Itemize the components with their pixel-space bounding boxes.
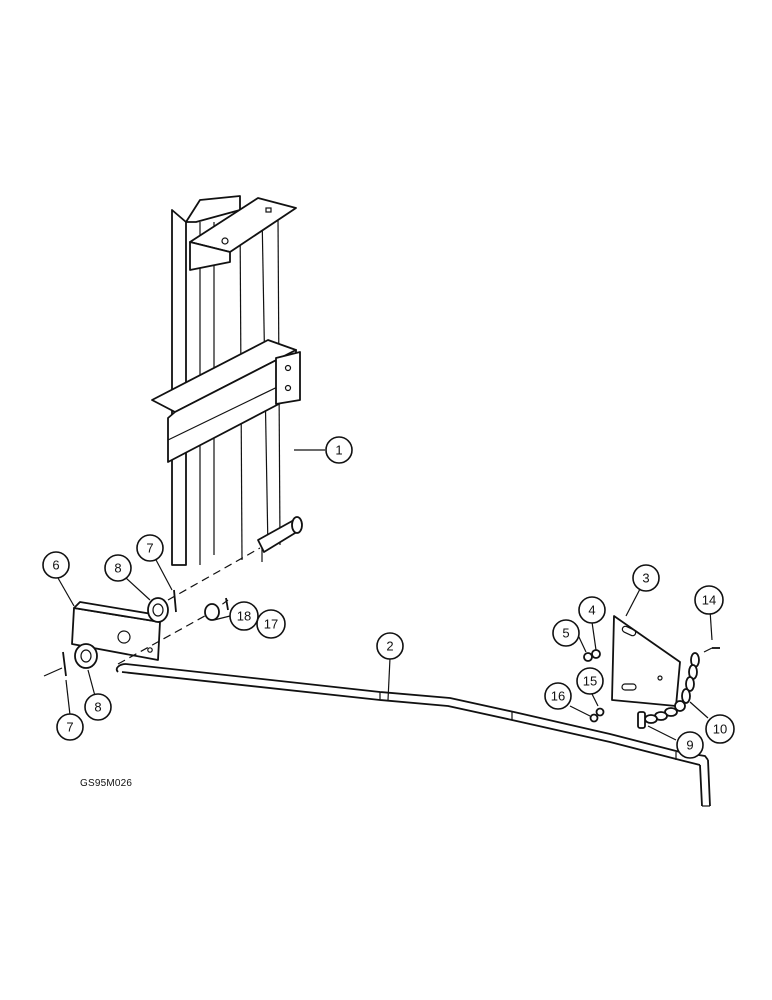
callout-7-lower: 7 bbox=[56, 713, 84, 741]
svg-text:8: 8 bbox=[114, 561, 121, 576]
svg-text:1: 1 bbox=[335, 443, 342, 458]
svg-text:14: 14 bbox=[702, 593, 716, 608]
washer-5 bbox=[583, 652, 593, 662]
leader-3 bbox=[625, 588, 641, 617]
callout-7-upper: 7 bbox=[136, 534, 164, 562]
svg-text:7: 7 bbox=[66, 720, 73, 735]
svg-text:7: 7 bbox=[146, 541, 153, 556]
bracket-part bbox=[43, 589, 177, 677]
leader-2 bbox=[387, 657, 391, 701]
callout-3: 3 bbox=[632, 564, 660, 592]
washer-16 bbox=[589, 713, 599, 723]
callout-4: 4 bbox=[578, 596, 606, 624]
callout-2: 2 bbox=[376, 632, 404, 660]
callout-16: 16 bbox=[544, 682, 572, 710]
svg-text:15: 15 bbox=[583, 674, 597, 689]
callout-8-lower: 8 bbox=[84, 693, 112, 721]
callout-8-upper: 8 bbox=[104, 554, 132, 582]
rod bbox=[115, 663, 711, 807]
leader-9 bbox=[647, 725, 677, 741]
callout-14: 14 bbox=[694, 585, 724, 615]
leader-10 bbox=[689, 701, 709, 719]
chain bbox=[644, 652, 700, 724]
leader-7-upper bbox=[154, 557, 173, 591]
callout-1: 1 bbox=[325, 436, 353, 464]
svg-text:3: 3 bbox=[642, 571, 649, 586]
callout-10: 10 bbox=[705, 714, 735, 744]
svg-text:10: 10 bbox=[713, 722, 727, 737]
pin-17 bbox=[225, 597, 229, 611]
upright-frame bbox=[151, 195, 303, 566]
assembly-line bbox=[167, 547, 261, 601]
washer-18 bbox=[204, 603, 220, 621]
callout-6: 6 bbox=[42, 551, 70, 579]
svg-text:18: 18 bbox=[237, 609, 251, 624]
svg-text:6: 6 bbox=[52, 558, 59, 573]
svg-text:8: 8 bbox=[94, 700, 101, 715]
callout-9: 9 bbox=[676, 731, 704, 759]
assembly-line bbox=[117, 611, 213, 665]
leader-6 bbox=[57, 577, 75, 607]
svg-text:16: 16 bbox=[551, 689, 565, 704]
nut-4 bbox=[591, 649, 601, 659]
svg-text:9: 9 bbox=[686, 738, 693, 753]
svg-text:2: 2 bbox=[386, 639, 393, 654]
triangle-plate bbox=[611, 615, 681, 707]
callout-5: 5 bbox=[552, 619, 580, 647]
leader-7-lower bbox=[65, 679, 71, 716]
svg-text:4: 4 bbox=[588, 603, 595, 618]
callout-15: 15 bbox=[576, 667, 604, 695]
leader-5 bbox=[577, 634, 587, 653]
nut-15 bbox=[595, 707, 605, 717]
svg-text:17: 17 bbox=[264, 617, 278, 632]
leader-16 bbox=[569, 705, 591, 717]
svg-text:5: 5 bbox=[562, 626, 569, 641]
callout-18: 18 bbox=[229, 601, 259, 631]
chain-link-9 bbox=[637, 711, 646, 729]
leader-14 bbox=[709, 609, 713, 641]
leader-4 bbox=[591, 621, 597, 651]
figure-reference-code: GS95M026 bbox=[80, 778, 133, 789]
callout-17: 17 bbox=[256, 609, 286, 639]
leader-8-lower bbox=[87, 669, 96, 697]
leader-8-upper bbox=[125, 577, 151, 601]
